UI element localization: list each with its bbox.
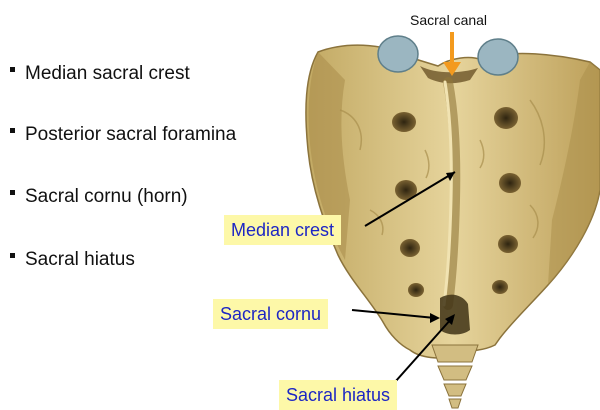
sacral-hiatus-callout: Sacral hiatus	[279, 380, 397, 410]
foramen-left-3	[400, 239, 420, 257]
sacral-canal-label: Sacral canal	[410, 12, 487, 28]
foramen-left-1	[392, 112, 416, 132]
sacral-cornu-callout: Sacral cornu	[213, 299, 328, 329]
foramen-left-4	[408, 283, 424, 297]
foramen-right-1	[494, 107, 518, 129]
median-crest-callout: Median crest	[224, 215, 341, 245]
foramen-right-3	[498, 235, 518, 253]
left-articular-facet	[378, 36, 418, 72]
foramen-right-4	[492, 280, 508, 294]
foramen-right-2	[499, 173, 521, 193]
right-articular-facet	[478, 39, 518, 75]
coccyx	[432, 345, 478, 408]
